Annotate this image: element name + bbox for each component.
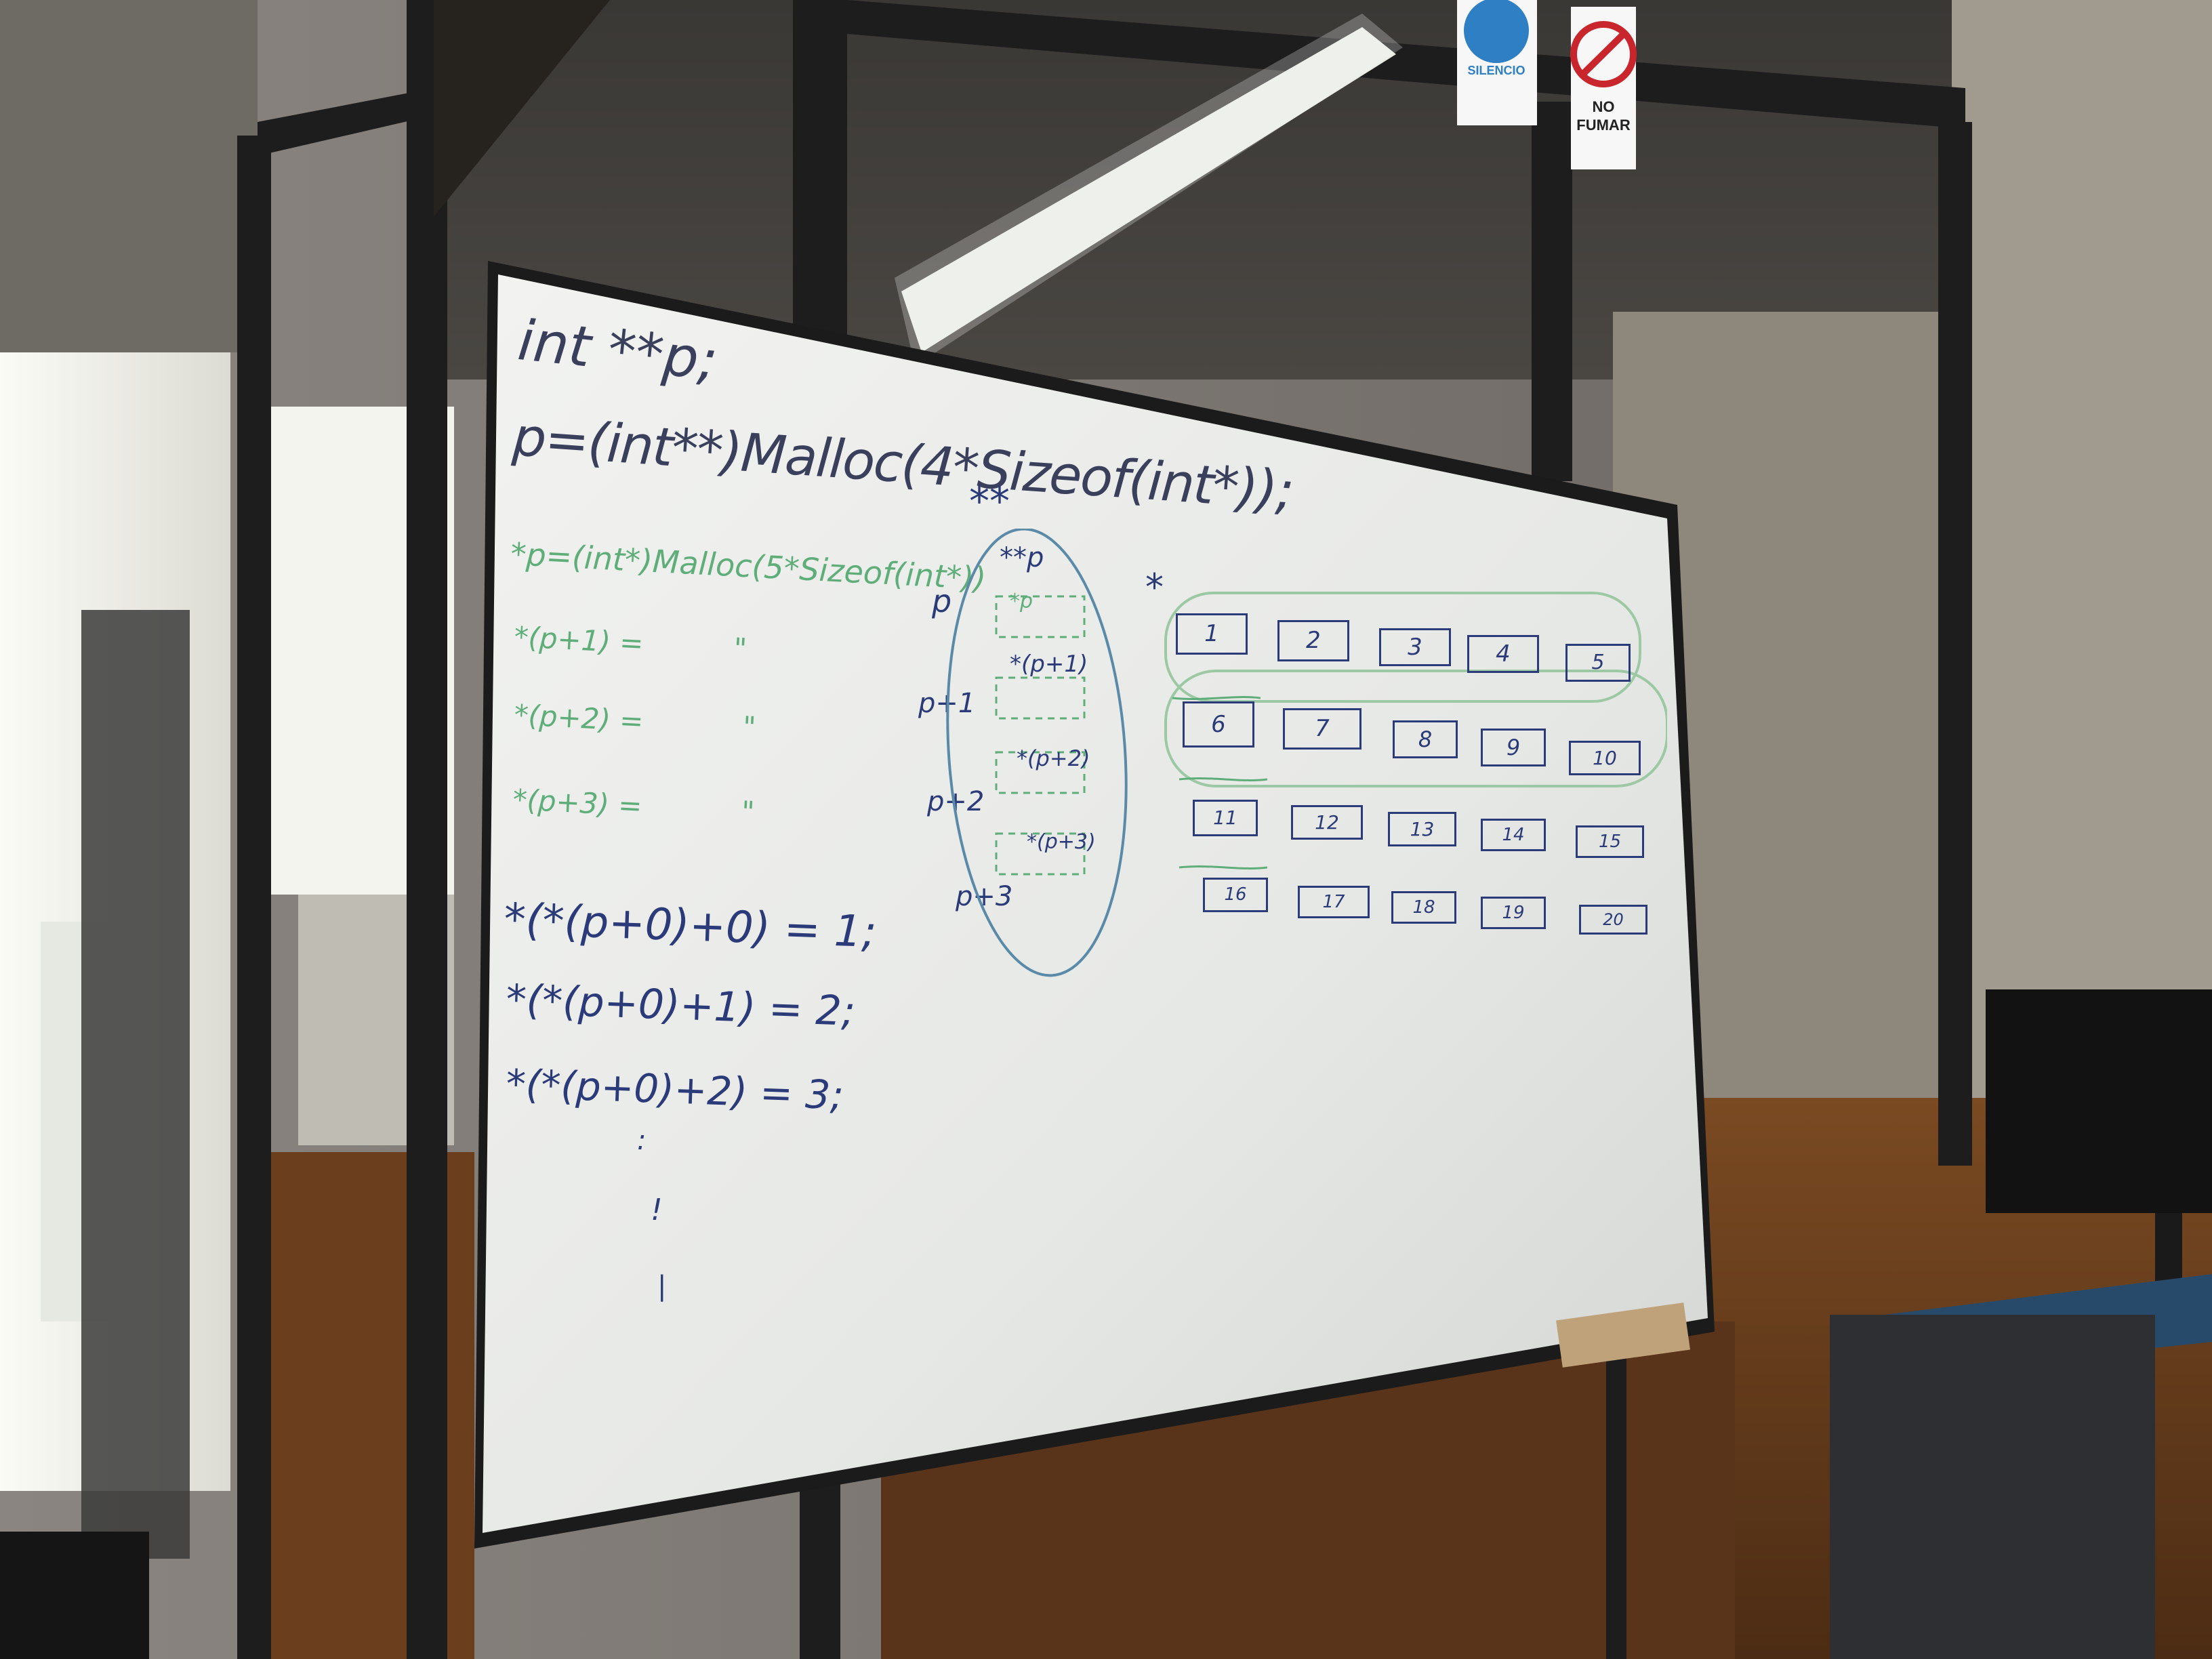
access-line-2: *(*(p+0)+1) = 2; xyxy=(505,976,857,1036)
code-line-2: p=(int**)Malloc(4*Sizeof(int*)); xyxy=(510,407,1295,523)
frame-beam-2 xyxy=(434,0,610,217)
grid-cell: 16 xyxy=(1203,878,1268,912)
green-line-4: *(p+3) = " xyxy=(512,783,756,829)
oval-cell-2: *(p+1) xyxy=(1010,651,1088,678)
code-line-1: int **p; xyxy=(515,308,721,394)
chair xyxy=(1830,1315,2155,1659)
grid-cell: 6 xyxy=(1183,701,1254,747)
pointer-label-p: p xyxy=(932,583,952,619)
grid-cell: 1 xyxy=(1176,613,1248,655)
no-smoking-line1: NO xyxy=(1593,98,1615,115)
grid-cell: 11 xyxy=(1193,800,1258,836)
continuation-dot-3: | xyxy=(657,1271,667,1302)
whiteboard-surface xyxy=(483,274,1708,1533)
frame-beam-top xyxy=(847,0,1965,129)
no-smoking-sign: NO FUMAR xyxy=(1570,7,1637,169)
frame-post-1 xyxy=(237,136,271,1659)
frame-post-2 xyxy=(407,0,447,1659)
grid-cell: 13 xyxy=(1388,812,1456,846)
star-label: * xyxy=(1145,566,1164,609)
trash-bin xyxy=(0,1532,149,1659)
frame-beam-left xyxy=(258,88,434,156)
door-dark xyxy=(81,610,190,1559)
code-line-3: ** xyxy=(969,478,1010,525)
grid-cell: 17 xyxy=(1298,886,1370,918)
oval-cell-1: *p xyxy=(1010,590,1033,613)
ceiling-light-glow xyxy=(895,14,1403,366)
marker-tray-eraser xyxy=(1556,1303,1690,1368)
frame-post-5 xyxy=(1938,122,1972,1166)
silence-sign-label: SILENCIO xyxy=(1467,64,1525,77)
grid-cell: 8 xyxy=(1393,720,1458,758)
continuation-dot-1: : xyxy=(637,1125,647,1156)
oval-cell-3: *(p+2) xyxy=(1017,745,1090,771)
green-line-1: *p=(int*)Malloc(5*Sizeof(int*)) xyxy=(510,535,987,597)
silence-sign: SILENCIO xyxy=(1457,0,1537,125)
grid-cell: 18 xyxy=(1391,891,1456,924)
green-line-3: *(p+2) = " xyxy=(513,698,757,744)
grid-cell: 5 xyxy=(1565,644,1631,682)
green-line-2: *(p+1) = " xyxy=(513,620,748,665)
grid-cell: 9 xyxy=(1481,729,1546,766)
oval-cell-4: *(p+3) xyxy=(1027,830,1096,854)
grid-outline xyxy=(1164,592,1667,869)
pointer-label-p3: p+3 xyxy=(956,881,1013,912)
ceiling-light xyxy=(901,27,1396,352)
right-wall xyxy=(1952,0,2212,1111)
grid-cell: 12 xyxy=(1291,805,1363,840)
grid-cell: 7 xyxy=(1283,708,1361,750)
grid-cell: 14 xyxy=(1481,819,1546,851)
pointer-array-diagram xyxy=(946,529,1128,977)
frame-post-4 xyxy=(1532,102,1572,481)
grid-cell: 20 xyxy=(1579,905,1647,935)
grid-cell: 19 xyxy=(1481,897,1546,929)
board-leg-right xyxy=(1606,1349,1626,1659)
grid-cell: 2 xyxy=(1277,620,1349,661)
continuation-dot-2: ! xyxy=(651,1193,663,1227)
left-wall xyxy=(0,0,258,352)
monitor xyxy=(1986,989,2212,1213)
access-line-1: *(*(p+0)+0) = 1; xyxy=(503,895,878,958)
oval-top-label: **p xyxy=(1000,542,1044,573)
grid-cell: 10 xyxy=(1569,741,1641,775)
access-line-3: *(*(p+0)+2) = 3; xyxy=(505,1061,844,1119)
no-smoking-line2: FUMAR xyxy=(1576,117,1631,134)
grid-cell: 15 xyxy=(1576,825,1644,858)
grid-cell: 3 xyxy=(1379,628,1451,666)
frame-post-3 xyxy=(793,0,847,352)
board-leg-left xyxy=(800,1477,840,1659)
grid-cell: 4 xyxy=(1467,635,1539,673)
